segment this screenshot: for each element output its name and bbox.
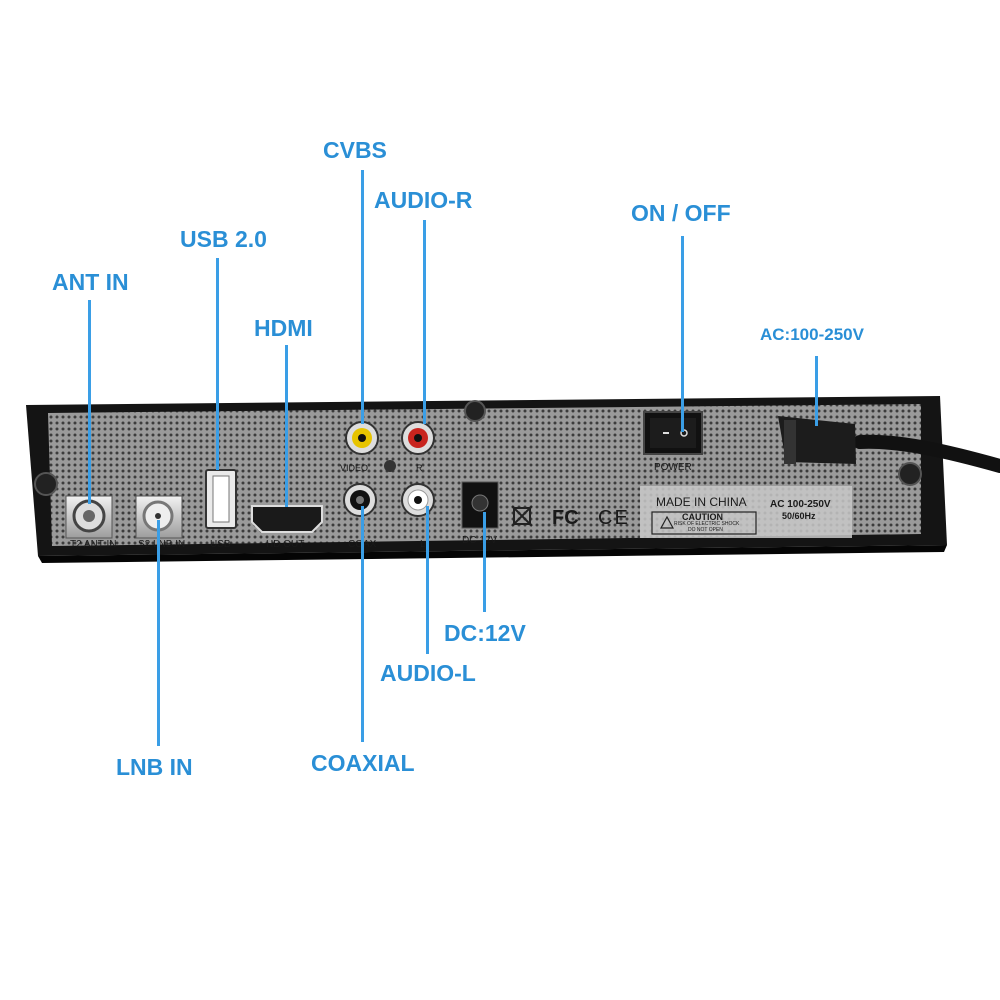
leader-ant-in xyxy=(88,300,91,504)
callout-audio-r: AUDIO-R xyxy=(374,187,473,213)
label-video: VIDEO xyxy=(340,463,369,473)
label-l: L xyxy=(420,539,426,550)
leader-audio-r xyxy=(423,220,426,424)
callout-on-off: ON / OFF xyxy=(631,200,731,226)
callout-ac: AC:100-250V xyxy=(760,325,864,344)
label-made-in-china: MADE IN CHINA xyxy=(656,495,747,509)
label-caution: CAUTION xyxy=(682,512,723,522)
callout-cvbs: CVBS xyxy=(323,137,387,163)
leader-hdmi xyxy=(285,345,288,507)
screw-right xyxy=(898,462,922,486)
leader-usb xyxy=(216,258,219,470)
power-plug xyxy=(778,416,856,464)
screw-left xyxy=(34,472,58,496)
label-r: R xyxy=(416,463,423,473)
ce-mark: CE xyxy=(598,507,630,529)
screw-top xyxy=(464,400,486,422)
label-power: POWER xyxy=(654,462,692,473)
label-s2-lnb-in: S2 LNB IN xyxy=(138,539,186,550)
callout-coaxial: COAXIAL xyxy=(311,750,415,776)
callout-audio-l: AUDIO-L xyxy=(380,660,476,686)
leader-ac xyxy=(815,356,818,426)
fc-mark: FC xyxy=(552,507,579,529)
leader-coaxial xyxy=(361,506,364,742)
label-rating-frequency: 50/60Hz xyxy=(782,511,816,521)
callout-dc: DC:12V xyxy=(444,620,526,646)
chassis-bottom-edge xyxy=(38,545,947,563)
label-caution-sub2: DO NOT OPEN xyxy=(688,527,723,533)
hdmi-port xyxy=(251,505,323,533)
label-usb: USB xyxy=(210,539,231,550)
callout-lnb-in: LNB IN xyxy=(116,754,193,780)
leader-lnb-in xyxy=(157,520,160,746)
leader-cvbs xyxy=(361,170,364,424)
callout-usb: USB 2.0 xyxy=(180,226,267,252)
leader-on-off xyxy=(681,236,684,432)
leader-dc xyxy=(483,512,486,612)
callout-hdmi: HDMI xyxy=(254,315,313,341)
leader-audio-l xyxy=(426,506,429,654)
label-hd-out: HD OUT xyxy=(266,539,305,550)
callout-ant-in: ANT IN xyxy=(52,269,129,295)
label-dc-12v: DC 12V xyxy=(462,535,498,546)
label-caution-sub1: RISK OF ELECTRIC SHOCK xyxy=(674,521,740,527)
label-t2-ant-in: T2 ANT IN xyxy=(70,539,117,550)
caution-box xyxy=(651,511,757,535)
power-cord xyxy=(853,434,1000,473)
label-rating-voltage: AC 100-250V xyxy=(770,499,831,510)
weee-icon xyxy=(511,505,533,527)
